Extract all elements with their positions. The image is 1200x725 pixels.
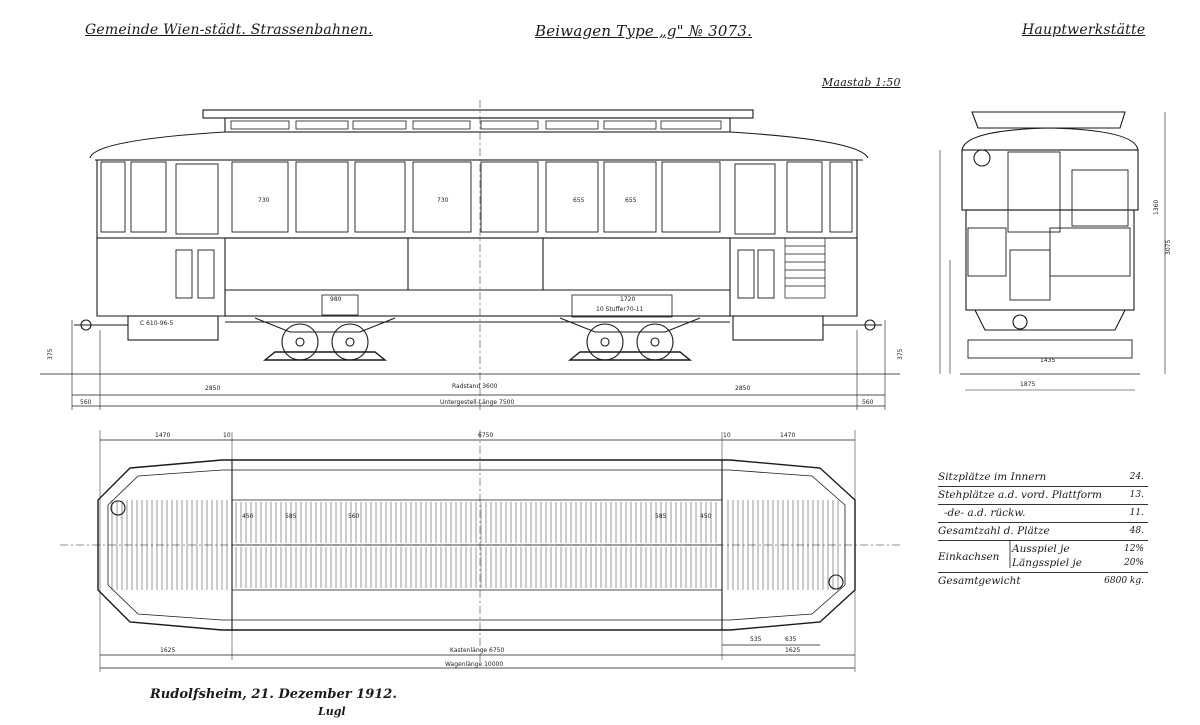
- table-value: 20%: [1123, 558, 1144, 568]
- dim-height-a: 375: [47, 348, 54, 360]
- dim-end-width: 1875: [1020, 381, 1035, 388]
- header-right: Hauptwerkstätte: [1022, 22, 1146, 38]
- header-left: Gemeinde Wien-städt. Strassenbahnen.: [85, 22, 373, 38]
- side-elevation: [40, 100, 900, 410]
- table-label: Gesamtzahl d. Plätze: [938, 525, 1050, 537]
- table-sublabel: Ausspiel je: [1012, 543, 1070, 555]
- dim-inner-left: 10: [223, 432, 231, 439]
- dim-window-b: 730: [437, 197, 449, 204]
- plan-view: [60, 430, 900, 672]
- truck-left: [254, 294, 396, 361]
- truck-plate-line1: 10 Stuffer: [596, 306, 626, 313]
- dim-window-a: 730: [258, 197, 270, 204]
- dim-bottom-left: 1625: [160, 647, 175, 654]
- dim-top-right: 1470: [780, 432, 795, 439]
- dim-seat-a: 450: [242, 513, 254, 520]
- table-value: 24.: [1129, 472, 1144, 482]
- dim-platform-a: 535: [750, 636, 762, 643]
- dim-seat-e: 450: [700, 513, 712, 520]
- table-row: Längsspiel je 20%: [938, 558, 1148, 573]
- dim-box-length: Kastenlänge 6750: [450, 647, 504, 654]
- dim-truck-a: 980: [330, 296, 342, 303]
- dim-seat-b: 585: [285, 513, 297, 520]
- table-value: 6800 kg.: [1104, 576, 1144, 586]
- dim-wheelbase: Radstand 3600: [452, 383, 498, 390]
- scale-label: Maastab 1:50: [822, 76, 901, 89]
- dim-axle-gauge: 1435: [1040, 357, 1055, 364]
- signature: Lugl: [318, 705, 346, 718]
- dim-total-length: Wagenlänge 10000: [445, 661, 503, 668]
- dim-seat-c: 560: [348, 513, 360, 520]
- table-row: Gesamtgewicht 6800 kg.: [938, 576, 1148, 590]
- dim-overhang-right: 2850: [735, 385, 750, 392]
- dim-inner-right: 10: [723, 432, 731, 439]
- dim-seat-d: 585: [655, 513, 667, 520]
- truck-right: [559, 294, 701, 361]
- dim-window-c: 655: [573, 197, 585, 204]
- table-row: Sitzplätze im Innern 24.: [938, 472, 1148, 487]
- table-sublabel: Längsspiel je: [1012, 557, 1082, 569]
- dim-bottom-right: 1625: [785, 647, 800, 654]
- table-value: 12%: [1123, 544, 1144, 554]
- dim-end-height-b: 3075: [1165, 240, 1172, 255]
- table-row: Gesamtzahl d. Plätze 48.: [938, 526, 1148, 541]
- table-label: Einkachsen: [938, 551, 1000, 563]
- end-elevation: [939, 111, 1166, 391]
- table-row: -de- a.d. rückw. 11.: [938, 508, 1148, 523]
- dim-buffer-right: 560: [862, 399, 874, 406]
- table-label: Sitzplätze im Innern: [938, 471, 1047, 483]
- dim-end-height-a: 1360: [1153, 200, 1160, 215]
- table-label: Gesamtgewicht: [938, 575, 1021, 587]
- dim-overhang-left: 2850: [205, 385, 220, 392]
- place-date: Rudolfsheim, 21. Dezember 1912.: [150, 687, 397, 702]
- table-value: 13.: [1129, 490, 1144, 500]
- truck-plate-line2: 70-11: [626, 306, 644, 313]
- dim-height-b: 375: [897, 348, 904, 360]
- dim-top-center: 6750: [478, 432, 493, 439]
- header-center: Beiwagen Type „g" № 3073.: [535, 22, 753, 40]
- table-row: Stehplätze a.d. vord. Plattform 13.: [938, 490, 1148, 505]
- table-row: Einkachsen Ausspiel je 12%: [938, 543, 1148, 562]
- dim-underframe: Untergestell-Länge 7500: [440, 399, 514, 406]
- dim-platform-b: 635: [785, 636, 797, 643]
- dim-buffer-left: 560: [80, 399, 92, 406]
- dim-truck-b: 1720: [620, 296, 635, 303]
- table-label: Stehplätze a.d. vord. Plattform: [938, 489, 1103, 501]
- dim-window-d: 655: [625, 197, 637, 204]
- car-plate: C 610-96-5: [140, 320, 174, 327]
- table-value: 11.: [1129, 508, 1144, 518]
- dim-top-left: 1470: [155, 432, 170, 439]
- table-label: -de- a.d. rückw.: [944, 507, 1026, 519]
- table-value: 48.: [1129, 526, 1144, 536]
